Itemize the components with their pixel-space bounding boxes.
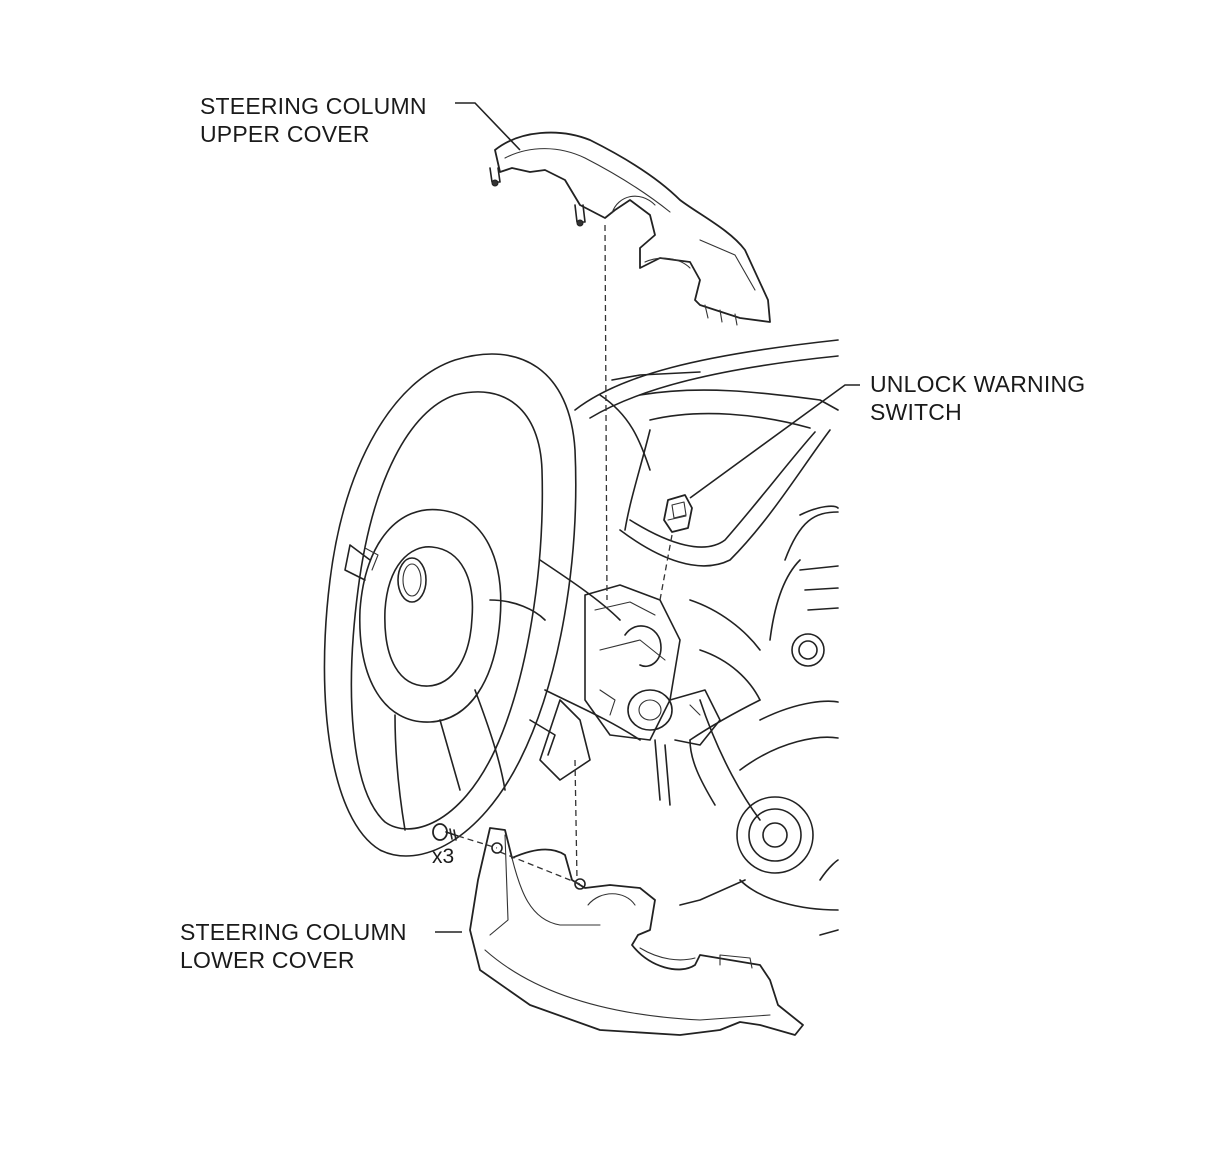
screw-quantity: x3	[432, 845, 455, 868]
unlock-switch-label-line-2: SWITCH	[870, 399, 962, 425]
steering-column-upper-cover	[489, 131, 771, 326]
lower-cover-label-line-2: LOWER COVER	[180, 947, 355, 973]
steering-column-lower-cover	[469, 827, 804, 1036]
unlock-warning-switch	[663, 494, 693, 533]
alignment-lines	[457, 224, 673, 885]
dashboard-panel	[574, 339, 839, 936]
unlock-warning-switch-label: UNLOCK WARNING SWITCH	[870, 370, 1085, 426]
upper-cover-label-line-1: STEERING COLUMN	[200, 93, 427, 119]
upper-cover-label-line-2: UPPER COVER	[200, 121, 370, 147]
steering-column-assembly	[529, 584, 721, 806]
leader-lines	[435, 102, 860, 933]
unlock-switch-label-line-1: UNLOCK WARNING	[870, 371, 1086, 397]
upper-cover-label: STEERING COLUMN UPPER COVER	[200, 92, 427, 148]
lower-cover-label: STEERING COLUMN LOWER COVER	[180, 918, 407, 974]
steering-wheel	[323, 353, 641, 857]
lower-cover-label-line-1: STEERING COLUMN	[180, 919, 407, 945]
screw-icon	[432, 823, 459, 841]
